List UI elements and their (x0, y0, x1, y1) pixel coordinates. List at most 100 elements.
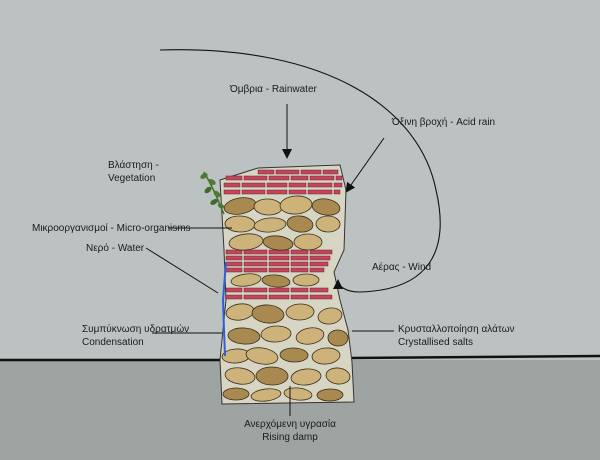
salts-label-greek: Κρυσταλλοποίηση αλάτων (398, 324, 515, 335)
brick (333, 182, 343, 188)
stone (261, 274, 291, 288)
stone (251, 304, 285, 324)
brick (241, 189, 266, 195)
brick (290, 261, 309, 267)
brick (268, 267, 290, 273)
brick (225, 255, 243, 261)
pointer-lines (145, 104, 394, 416)
brick (243, 255, 268, 261)
brick-courses (223, 169, 343, 300)
stone (250, 388, 282, 402)
brick (309, 249, 333, 255)
vegetation-label-greek: Βλάστηση - (108, 160, 159, 171)
stone (311, 347, 341, 365)
stone (292, 273, 320, 287)
stone (295, 327, 325, 345)
brick (290, 255, 309, 261)
brick (223, 182, 241, 188)
brick (243, 261, 268, 267)
brick (268, 249, 290, 255)
stone (260, 325, 292, 343)
brick (243, 287, 268, 293)
stone (262, 235, 294, 251)
stone (290, 368, 322, 386)
stone (230, 273, 262, 287)
brick (243, 294, 268, 300)
brick (333, 189, 341, 195)
stone (228, 233, 264, 251)
brick (268, 261, 290, 267)
wind-arrow (159, 49, 441, 293)
water-label: Νερό - Water (86, 243, 145, 254)
brick (243, 175, 268, 181)
stone (311, 198, 341, 216)
stone (327, 329, 349, 347)
condensation-label-english: Condensation (82, 337, 144, 348)
stone (315, 215, 341, 233)
brick (225, 249, 243, 255)
brick (266, 189, 288, 195)
brick (268, 255, 290, 261)
stone (317, 307, 343, 325)
brick (300, 169, 322, 175)
brick (290, 294, 309, 300)
stone (283, 387, 313, 401)
brick (335, 175, 343, 181)
brick (268, 175, 290, 181)
condensation-label-greek: Συμπύκνωση υδρατμών (82, 324, 190, 335)
rising-damp-label-english: Rising damp (262, 432, 318, 443)
brick (243, 267, 268, 273)
brick (275, 169, 300, 175)
stone (245, 347, 279, 365)
brick (290, 175, 309, 181)
stone (285, 303, 315, 321)
brick (309, 261, 329, 267)
brick (309, 287, 329, 293)
brick (257, 169, 275, 175)
brick (225, 287, 243, 293)
stone (255, 366, 289, 386)
brick (309, 175, 335, 181)
stone (224, 367, 256, 385)
brick (290, 249, 309, 255)
brick (268, 287, 290, 293)
brick (309, 267, 325, 273)
brick (241, 182, 266, 188)
brick (266, 182, 288, 188)
brick (288, 182, 307, 188)
brick (290, 287, 309, 293)
stone (325, 367, 351, 385)
brick (223, 189, 241, 195)
brick (309, 255, 331, 261)
brick (288, 189, 307, 195)
stone (316, 388, 344, 402)
micro-organisms-label: Μικροοργανισμοί - Micro-organisms (32, 223, 191, 234)
brick (290, 267, 309, 273)
stone-wall (219, 164, 355, 405)
vegetation-label-english: Vegetation (108, 173, 156, 184)
brick (309, 294, 333, 300)
acid-rain-label: Όξινη βροχή - Acid rain (392, 117, 496, 128)
stone (279, 195, 313, 215)
ground-line (0, 354, 600, 362)
brick (243, 249, 268, 255)
acid-rain-arrow (345, 137, 385, 193)
brick (322, 169, 339, 175)
stone (286, 215, 314, 233)
wall-stones (221, 195, 351, 402)
rainwater-label: Όμβρια - Rainwater (230, 84, 317, 95)
stone (227, 327, 261, 345)
stone (222, 387, 250, 401)
brick (225, 175, 243, 181)
salts-label-english: Crystallised salts (398, 337, 474, 348)
stone (293, 233, 323, 251)
brick (307, 182, 333, 188)
vegetation (200, 171, 225, 215)
water-line (145, 247, 219, 294)
stone (253, 217, 287, 233)
rising-damp-label-greek: Ανερχόμενη υγρασία (244, 419, 336, 430)
ground (0, 354, 600, 460)
water-seepage (221, 261, 227, 357)
